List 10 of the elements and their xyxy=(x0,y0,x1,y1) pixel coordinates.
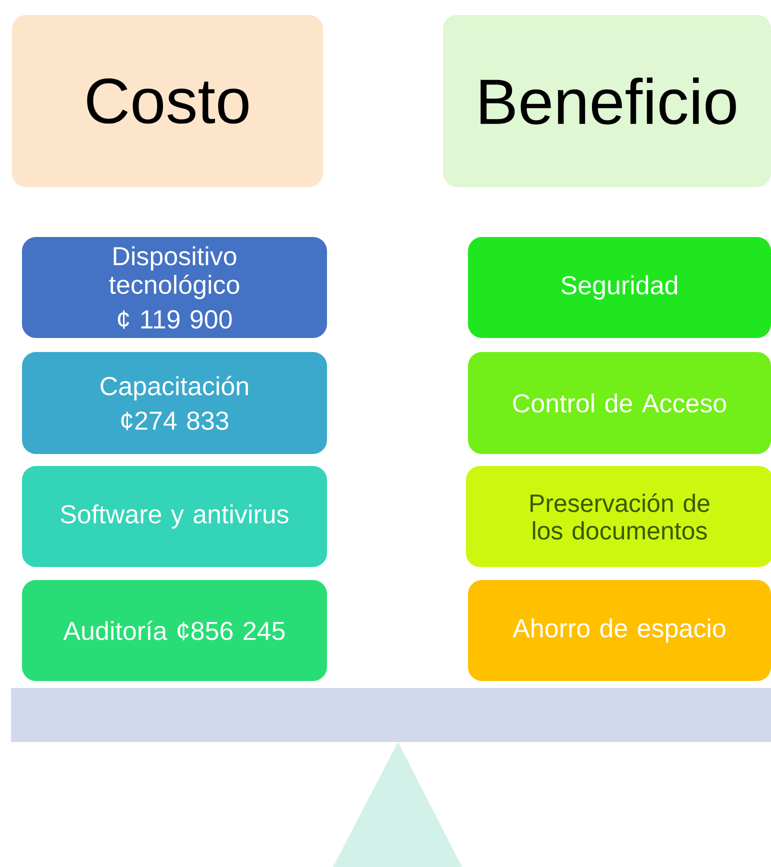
item-box: Control de Acceso xyxy=(468,352,771,454)
item-box: Capacitación ¢274 833 xyxy=(22,352,327,454)
item-box: Seguridad xyxy=(468,237,771,338)
heading-box: Costo xyxy=(12,15,323,187)
item-box: Ahorro de espacio xyxy=(468,580,771,681)
item-box: Preservación de los documentos xyxy=(466,466,771,567)
item-box: Software y antivirus xyxy=(22,466,327,567)
heading-box: Beneficio xyxy=(443,15,771,187)
item-box: Dispositivo tecnológico ¢ 119 900 xyxy=(22,237,327,338)
item-box: Auditoría ¢856 245 xyxy=(22,580,327,681)
